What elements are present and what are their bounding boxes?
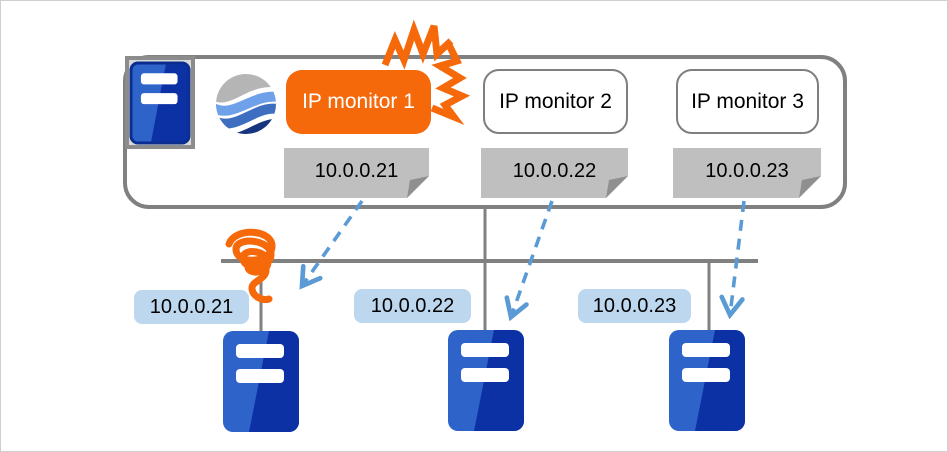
server-ip-label-1: 10.0.0.21 [134, 290, 249, 324]
dashed-arrow-monitor-3 [719, 200, 746, 320]
broken-coil-icon [225, 228, 276, 303]
appliance-server-icon [131, 63, 189, 143]
monitor-box-3: IP monitor 3 [676, 69, 819, 134]
monitor-label-2: IP monitor 2 [499, 89, 612, 113]
note-ip-text-2: 10.0.0.22 [512, 159, 597, 182]
monitor-label-3: IP monitor 3 [691, 89, 804, 113]
server-icon-3 [669, 330, 745, 431]
monitor-label-1: IP monitor 1 [302, 90, 415, 113]
server-icon-2 [448, 330, 524, 431]
server-ip-label-2: 10.0.0.22 [354, 289, 471, 323]
appliance-server-icon-border [129, 61, 191, 145]
monitor-box-2: IP monitor 2 [483, 69, 628, 134]
crash-burst-icon [381, 19, 471, 126]
dashed-arrow-monitor-1 [299, 199, 364, 290]
note-ip-text-1: 10.0.0.21 [314, 159, 399, 182]
note-ip-text-3: 10.0.0.23 [705, 159, 789, 182]
monitor-box-1: IP monitor 1 [286, 70, 431, 134]
server-icon-1 [223, 331, 299, 432]
note-ip-2 [481, 148, 628, 198]
server-ip-label-3: 10.0.0.23 [578, 289, 691, 323]
dashed-arrow-monitor-2 [504, 200, 554, 322]
note-ip-3 [673, 148, 821, 198]
note-ip-1 [284, 148, 429, 198]
